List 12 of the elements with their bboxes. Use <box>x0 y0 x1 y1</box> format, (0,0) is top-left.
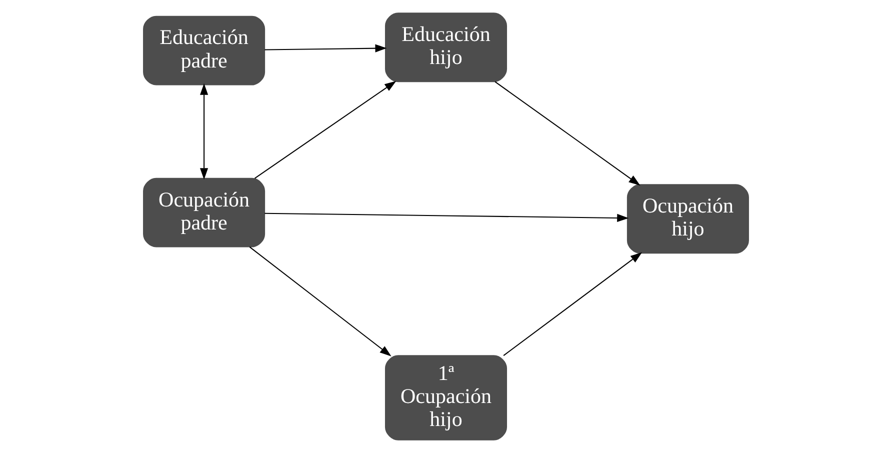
arrow <box>264 212 628 222</box>
arrow <box>494 80 640 186</box>
node-box: Educación hijo <box>384 12 507 82</box>
arrow <box>502 252 642 356</box>
node-box: Educación padre <box>142 15 265 85</box>
node-box: 1ª Ocupación hijo <box>384 354 507 440</box>
arrow <box>199 82 208 180</box>
node-box: Ocupación hijo <box>626 184 748 254</box>
arrow <box>264 44 386 52</box>
arrow <box>254 80 396 178</box>
node-box: Ocupación padre <box>142 177 265 247</box>
arrow <box>248 246 391 356</box>
